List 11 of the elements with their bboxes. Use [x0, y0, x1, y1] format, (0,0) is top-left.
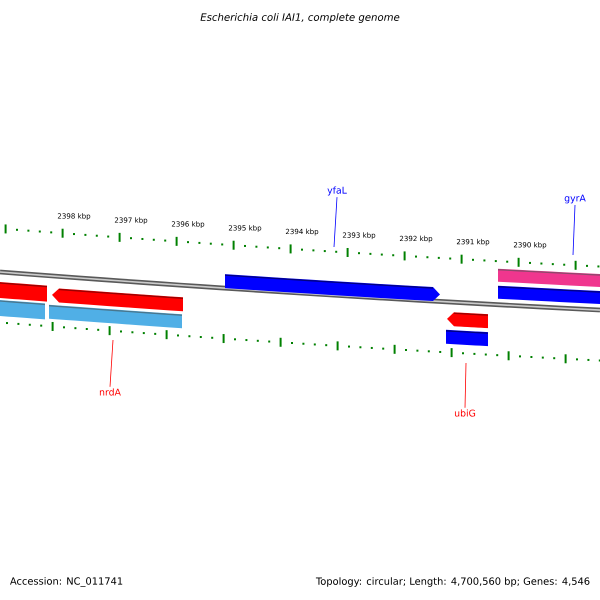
gene-label: ubiG	[454, 409, 476, 417]
leader-line	[464, 362, 466, 408]
title: Escherichia coli IAI1, complete genome	[200, 13, 400, 23]
gene-label: yfaL	[327, 186, 347, 196]
leader-line	[334, 196, 338, 248]
gene-label: nrdA	[100, 388, 121, 396]
leader-line	[110, 340, 114, 388]
accession-text: Accession: NC_011741	[10, 577, 122, 587]
gene-label: gyrA	[564, 194, 586, 204]
leader-line	[572, 204, 576, 256]
genome-info-text: Topology: circular; Length: 4,700,560 bp; Genes: 4,546	[316, 577, 590, 587]
